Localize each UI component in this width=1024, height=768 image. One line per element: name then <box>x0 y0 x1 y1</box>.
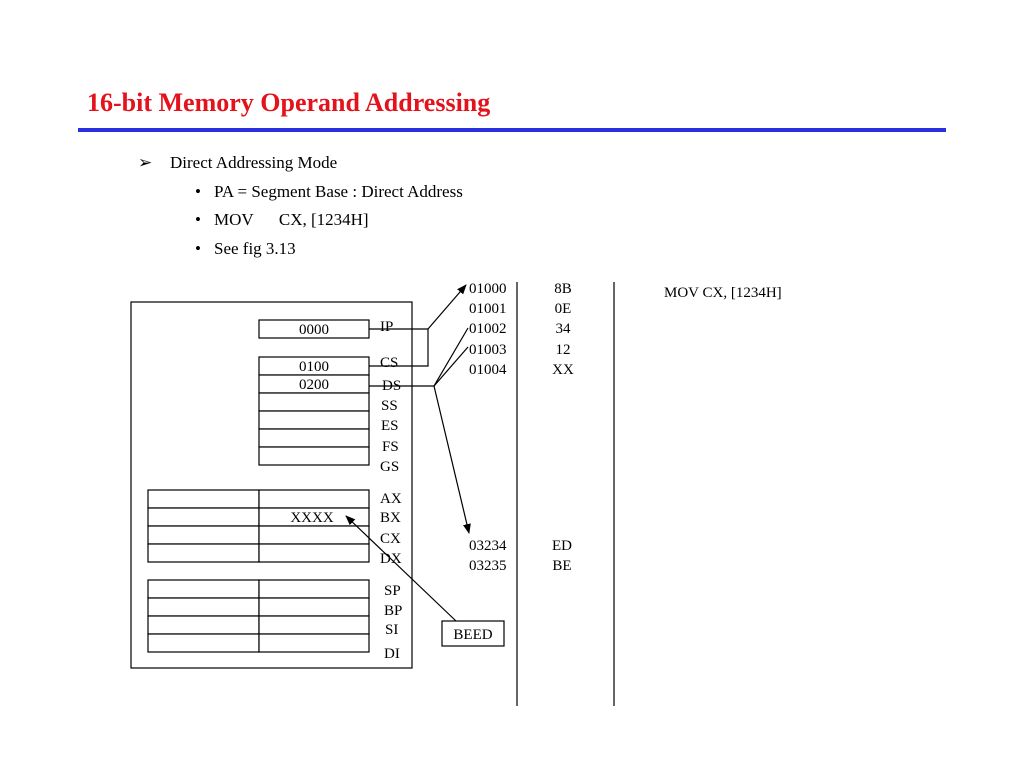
memory-value: 0E <box>555 301 572 317</box>
register-cell <box>258 410 370 430</box>
register-label: SP <box>384 583 401 599</box>
slide-title: 16-bit Memory Operand Addressing <box>87 88 491 117</box>
bullet-sub-3: See fig 3.13 <box>214 239 296 258</box>
bullet-main: Direct Addressing Mode <box>170 153 338 172</box>
register-label: AX <box>380 491 402 507</box>
register-value: XXXX <box>290 510 333 526</box>
ds-to-01002 <box>433 327 469 387</box>
ds-to-01003 <box>433 346 469 387</box>
register-value: 0100 <box>299 359 329 375</box>
bullet-sub-2: MOV CX, [1234H] <box>214 210 369 229</box>
register-value: 0000 <box>299 322 329 338</box>
register-label: ES <box>381 418 399 434</box>
memory-address: 01000 <box>469 281 507 297</box>
arrow-to-01000 <box>427 284 467 330</box>
instruction-caption: MOV CX, [1234H] <box>664 285 782 301</box>
register-cell <box>258 392 370 412</box>
register-cell <box>147 525 260 545</box>
register-cell <box>147 615 260 635</box>
arrow-to-03234 <box>433 385 471 534</box>
register-ip: 0000 IP <box>258 319 393 339</box>
dot-bullet-icon: • <box>195 210 201 229</box>
register-label: GS <box>380 459 399 475</box>
pointer-registers: SP BP SI DI <box>147 579 402 662</box>
ip-cs-bracket <box>369 328 429 367</box>
register-cell <box>147 579 260 599</box>
register-label: IP <box>380 319 393 335</box>
register-label: CX <box>380 531 401 547</box>
register-cell <box>147 633 260 653</box>
memory-value: 8B <box>554 281 572 297</box>
register-label: SI <box>385 622 398 638</box>
register-cell <box>258 597 370 617</box>
register-label: BX <box>380 510 401 526</box>
result-value: BEED <box>453 627 492 643</box>
memory-address: 01003 <box>469 342 507 358</box>
register-cell <box>258 489 370 509</box>
memory-address: 01004 <box>469 362 507 378</box>
register-cell <box>147 507 260 527</box>
memory-address: 03235 <box>469 558 507 574</box>
result-box <box>441 620 505 647</box>
memory-value: 34 <box>556 321 572 337</box>
register-label: DI <box>384 646 400 662</box>
register-cell <box>147 597 260 617</box>
register-cell <box>258 525 370 545</box>
register-label: FS <box>382 439 399 455</box>
memory-address: 03234 <box>469 538 507 554</box>
memory-address: 01001 <box>469 301 507 317</box>
register-cell <box>147 543 260 563</box>
dot-bullet-icon: • <box>195 239 201 258</box>
register-cell <box>258 633 370 653</box>
arrow-bullet-icon: ➢ <box>138 153 153 172</box>
register-cell <box>147 489 260 509</box>
register-cell <box>258 615 370 635</box>
memory-value: XX <box>552 362 574 378</box>
memory-value: 12 <box>556 342 571 358</box>
connectors <box>345 284 471 622</box>
arrow-to-bx <box>345 515 457 622</box>
memory-address: 01002 <box>469 321 507 337</box>
register-label: BP <box>384 603 402 619</box>
register-cell <box>258 543 370 563</box>
general-registers: XXXX AX BX CX DX <box>147 489 402 567</box>
register-cell <box>258 446 370 466</box>
register-cell <box>258 579 370 599</box>
bullet-sub-1: PA = Segment Base : Direct Address <box>214 182 463 201</box>
title-underline <box>78 128 946 132</box>
memory-table: 01000 01001 01002 01003 01004 03234 0323… <box>469 281 615 706</box>
register-cell <box>258 428 370 448</box>
memory-value: BE <box>552 558 571 574</box>
dot-bullet-icon: • <box>195 182 201 201</box>
register-label: SS <box>381 398 398 414</box>
memory-value: ED <box>552 538 572 554</box>
register-value: 0200 <box>299 377 329 393</box>
segment-registers: 0100 0200 CS DS SS ES FS GS <box>258 355 401 475</box>
register-label: CS <box>380 355 398 371</box>
